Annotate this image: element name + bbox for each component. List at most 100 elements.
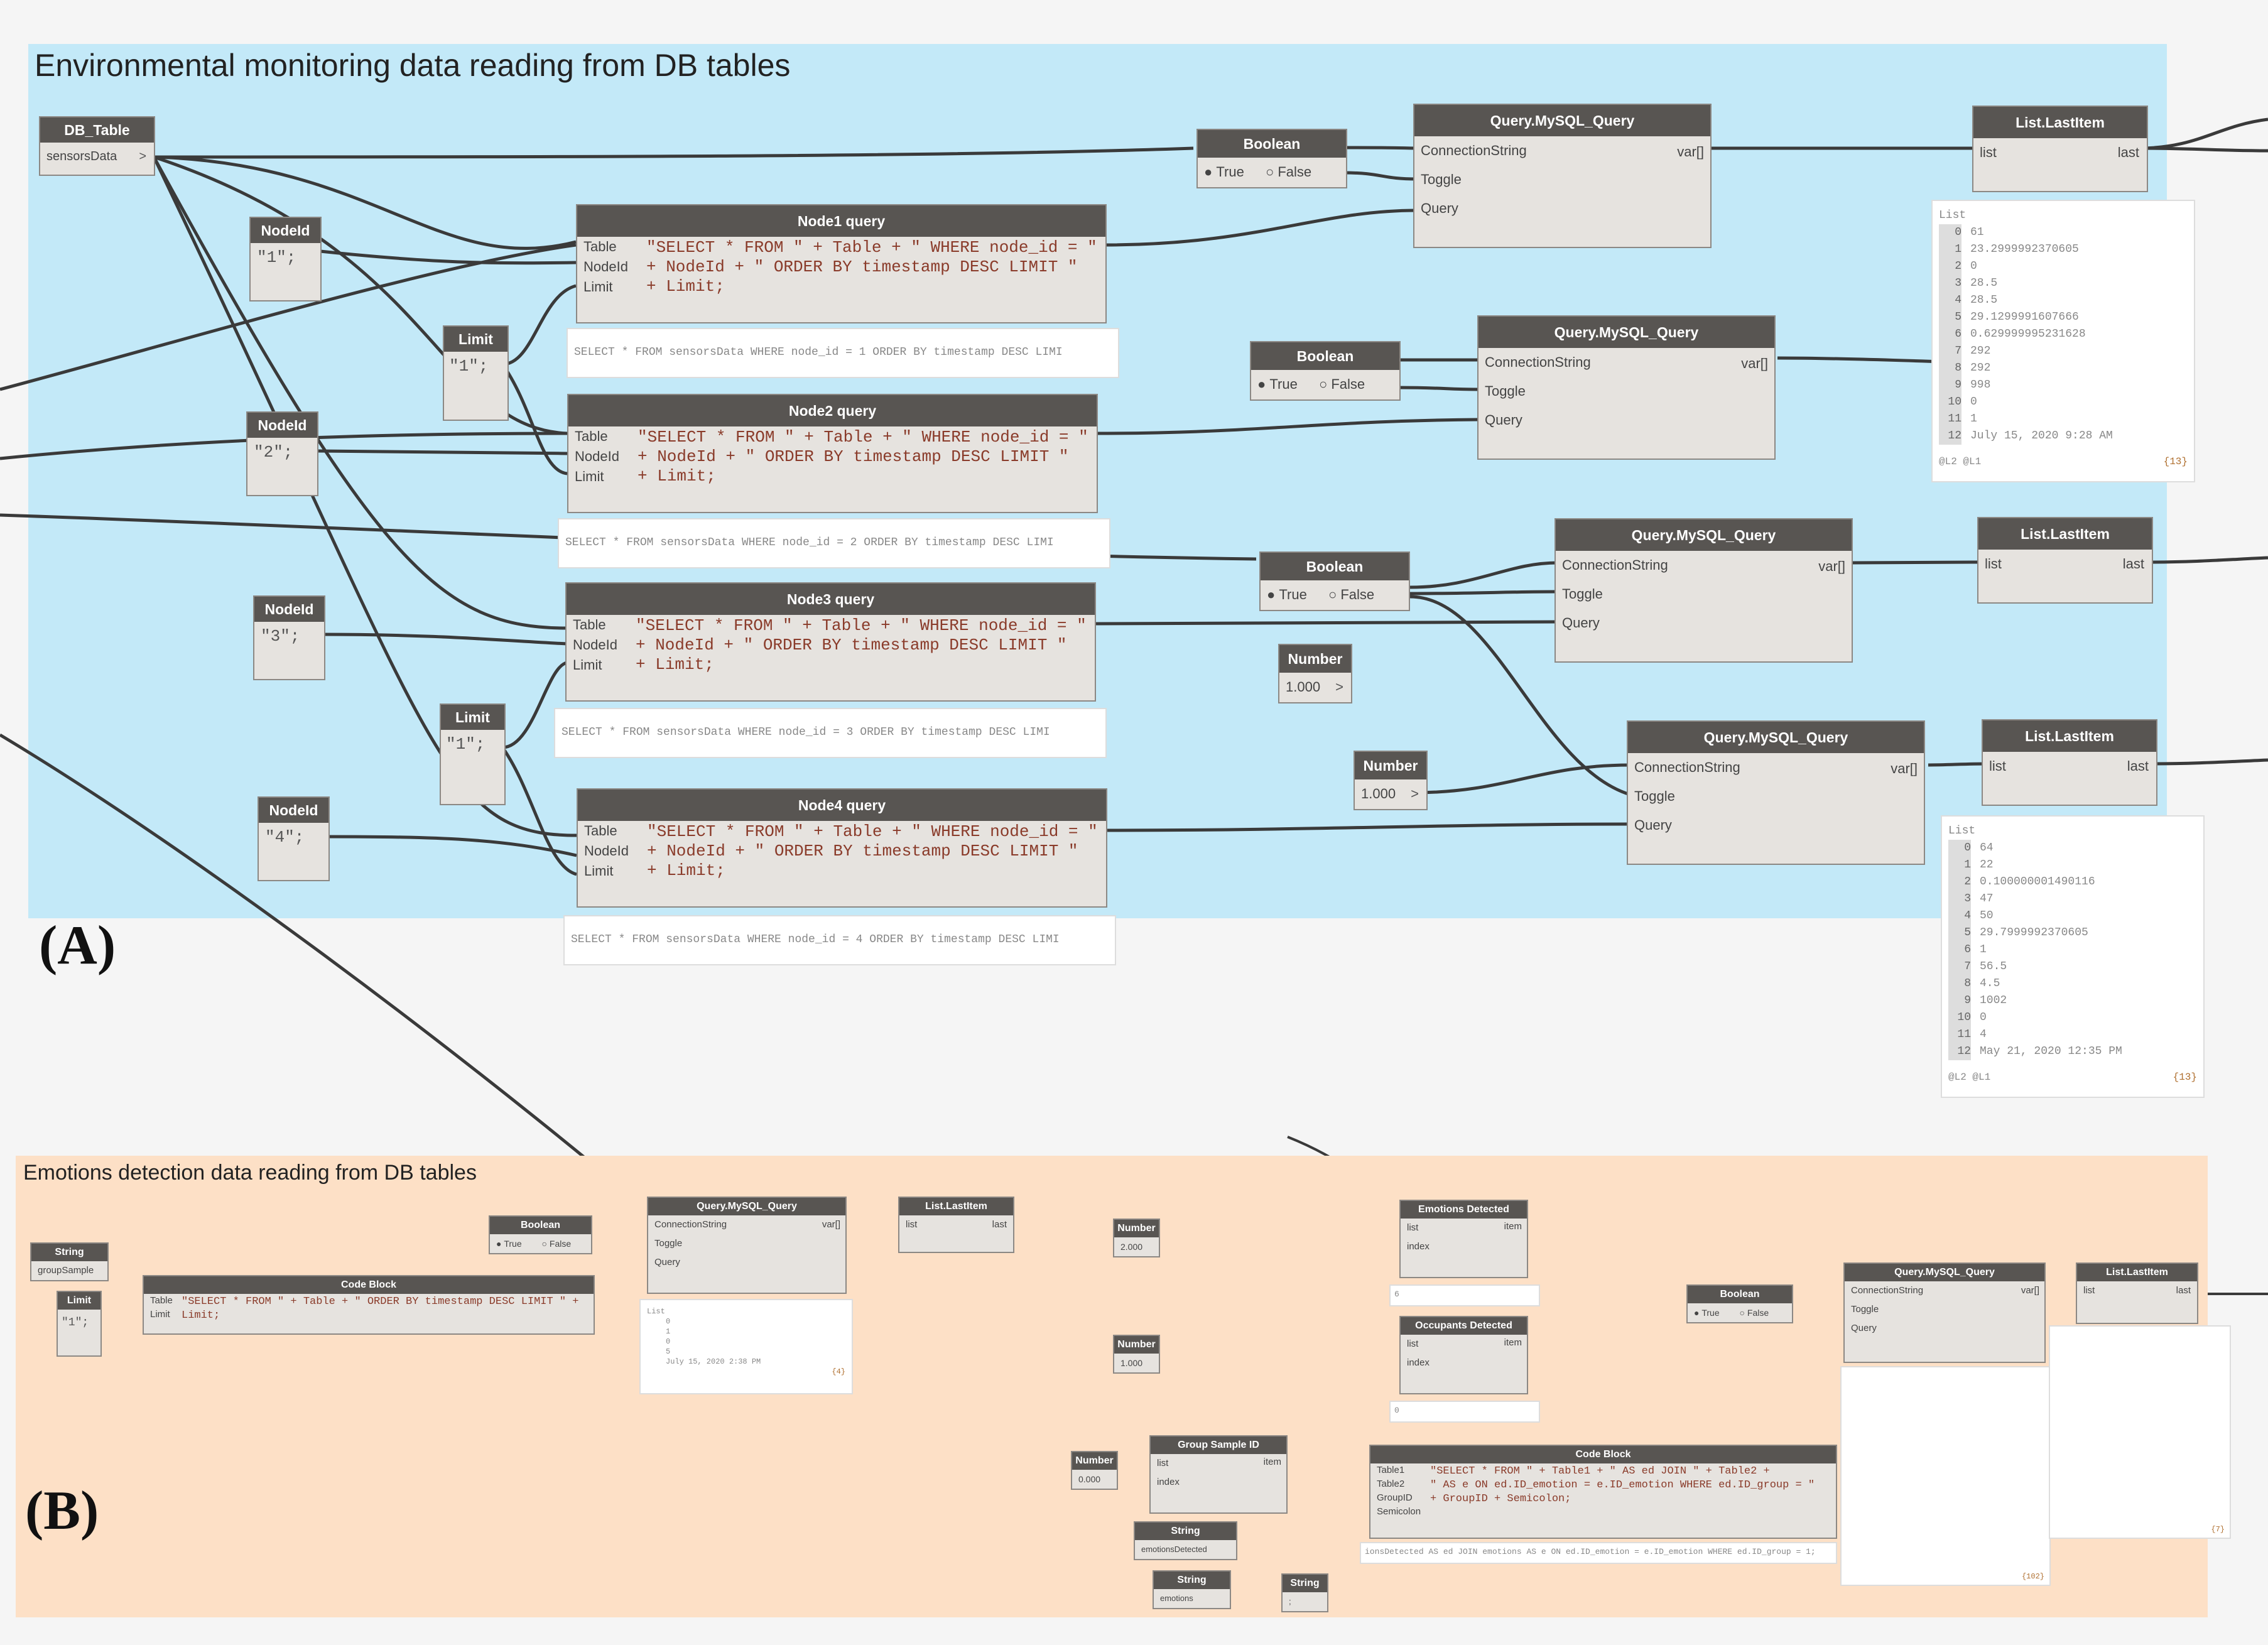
boolean-options[interactable]: ● True ○ False: [1251, 370, 1399, 399]
port-connection-string[interactable]: ConnectionString: [1634, 759, 1740, 775]
mysql-query-node-2[interactable]: Query.MySQL_Query ConnectionString Toggl…: [1477, 315, 1776, 460]
port-connection-string[interactable]: ConnectionString: [1562, 557, 1668, 573]
true-radio[interactable]: ● True: [1267, 587, 1307, 602]
port-nodeid[interactable]: NodeId: [583, 259, 628, 274]
node3-query-block[interactable]: Node3 query Table NodeId Limit "SELECT *…: [565, 582, 1096, 702]
boolean-toggle-b2[interactable]: Boolean ● True ○ False: [1686, 1284, 1793, 1323]
port-list[interactable]: list: [1157, 1458, 1169, 1469]
code-block-node-b1[interactable]: Code Block Table Limit "SELECT * FROM " …: [143, 1275, 595, 1335]
port-toggle[interactable]: Toggle: [1634, 788, 1675, 804]
boolean-options[interactable]: ● True ○ False: [490, 1234, 591, 1253]
boolean-toggle-2[interactable]: Boolean ● True ○ False: [1250, 341, 1401, 401]
string-input-emotions-detected[interactable]: String emotionsDetected: [1134, 1521, 1237, 1560]
limit-input-2[interactable]: Limit "1";: [440, 703, 506, 805]
output-item[interactable]: item: [1504, 1221, 1522, 1232]
number-value[interactable]: 1.000>: [1361, 786, 1419, 801]
port-index[interactable]: index: [1407, 1357, 1430, 1368]
boolean-toggle-3[interactable]: Boolean ● True ○ False: [1259, 551, 1410, 611]
output-var[interactable]: var[]: [1741, 356, 1768, 371]
string-value[interactable]: groupSample: [38, 1265, 94, 1276]
nodeid-value[interactable]: "3";: [261, 627, 300, 646]
mysql-query-node-3[interactable]: Query.MySQL_Query ConnectionString Toggl…: [1555, 518, 1853, 663]
emotions-detected-node[interactable]: Emotions Detected list index item: [1399, 1200, 1528, 1278]
port-connection-string[interactable]: ConnectionString: [1421, 143, 1527, 158]
port-groupid[interactable]: GroupID: [1377, 1492, 1413, 1503]
false-radio[interactable]: ○ False: [1328, 587, 1375, 602]
number-value[interactable]: 1.000>: [1286, 679, 1343, 695]
db-table-node[interactable]: DB_Table sensorsData>: [39, 116, 155, 176]
port-index[interactable]: index: [1407, 1241, 1430, 1252]
limit-input-b[interactable]: Limit "1";: [57, 1291, 102, 1357]
port-toggle[interactable]: Toggle: [654, 1238, 683, 1249]
port-table[interactable]: Table: [575, 428, 608, 444]
string-input-group-sample[interactable]: String groupSample: [30, 1242, 109, 1281]
boolean-options[interactable]: ● True ○ False: [1688, 1303, 1792, 1322]
nodeid-input-2[interactable]: NodeId "2";: [246, 411, 318, 496]
code-block-node-b2[interactable]: Code Block Table1 Table2 GroupID Semicol…: [1369, 1445, 1837, 1539]
output-var[interactable]: var[]: [1891, 761, 1918, 776]
port-nodeid[interactable]: NodeId: [575, 448, 619, 464]
port-toggle[interactable]: Toggle: [1421, 171, 1462, 187]
true-radio[interactable]: ● True: [496, 1239, 522, 1249]
port-limit[interactable]: Limit: [575, 469, 604, 484]
false-radio[interactable]: ○ False: [1739, 1308, 1769, 1318]
output-item[interactable]: item: [1263, 1457, 1281, 1467]
port-query[interactable]: Query: [1562, 615, 1600, 631]
port-semicolon[interactable]: Semicolon: [1377, 1506, 1421, 1517]
mysql-query-node-b1[interactable]: Query.MySQL_Query ConnectionString Toggl…: [647, 1197, 847, 1294]
number-input-b-1[interactable]: Number 1.000: [1113, 1335, 1160, 1374]
string-input-semicolon[interactable]: String ;: [1281, 1573, 1328, 1612]
port-table[interactable]: Table: [584, 823, 617, 839]
number-input-a1[interactable]: Number 1.000>: [1278, 644, 1352, 703]
port-limit[interactable]: Limit: [584, 863, 614, 879]
port-list[interactable]: list: [1407, 1222, 1419, 1233]
port-list[interactable]: list: [1407, 1338, 1419, 1349]
mysql-query-node-1[interactable]: Query.MySQL_Query ConnectionString Toggl…: [1413, 104, 1712, 248]
port-nodeid[interactable]: NodeId: [573, 637, 617, 653]
port-table[interactable]: Table: [573, 617, 606, 632]
number-input-b-2[interactable]: Number 2.000: [1113, 1219, 1160, 1257]
boolean-toggle-b1[interactable]: Boolean ● True ○ False: [489, 1215, 592, 1254]
limit-input-1[interactable]: Limit "1";: [443, 325, 509, 421]
node4-query-block[interactable]: Node4 query Table NodeId Limit "SELECT *…: [577, 788, 1107, 908]
port-toggle[interactable]: Toggle: [1851, 1304, 1879, 1315]
true-radio[interactable]: ● True: [1204, 164, 1244, 180]
output-var[interactable]: var[]: [1818, 558, 1845, 574]
port-table[interactable]: Table: [150, 1295, 173, 1306]
false-radio[interactable]: ○ False: [1318, 376, 1365, 392]
boolean-options[interactable]: ● True ○ False: [1261, 580, 1409, 609]
output-var[interactable]: var[]: [1677, 144, 1704, 160]
output-var[interactable]: var[]: [822, 1219, 840, 1230]
true-radio[interactable]: ● True: [1257, 376, 1298, 392]
port-table2[interactable]: Table2: [1377, 1479, 1405, 1489]
nodeid-value[interactable]: "1";: [257, 248, 296, 267]
string-value[interactable]: emotions: [1160, 1593, 1193, 1603]
number-input-a2[interactable]: Number 1.000>: [1354, 751, 1428, 810]
port-connection-string[interactable]: ConnectionString: [1851, 1285, 1924, 1296]
port-nodeid[interactable]: NodeId: [584, 843, 629, 859]
string-value[interactable]: emotionsDetected: [1141, 1545, 1207, 1554]
false-radio[interactable]: ○ False: [541, 1239, 572, 1249]
limit-value[interactable]: "1";: [446, 735, 486, 754]
string-input-emotions[interactable]: String emotions: [1153, 1570, 1231, 1609]
false-radio[interactable]: ○ False: [1265, 164, 1312, 180]
output-var[interactable]: var[]: [2021, 1285, 2039, 1296]
group-sample-id-node[interactable]: Group Sample ID list index item: [1149, 1435, 1288, 1514]
number-value[interactable]: 1.000: [1120, 1358, 1143, 1368]
node1-query-block[interactable]: Node1 query Table NodeId Limit "SELECT *…: [576, 204, 1107, 323]
port-toggle[interactable]: Toggle: [1485, 383, 1526, 399]
nodeid-input-4[interactable]: NodeId "4";: [258, 796, 330, 881]
string-value[interactable]: ;: [1289, 1597, 1291, 1606]
port-table1[interactable]: Table1: [1377, 1465, 1405, 1475]
port-limit[interactable]: Limit: [150, 1309, 170, 1320]
port-query[interactable]: Query: [1634, 817, 1672, 833]
